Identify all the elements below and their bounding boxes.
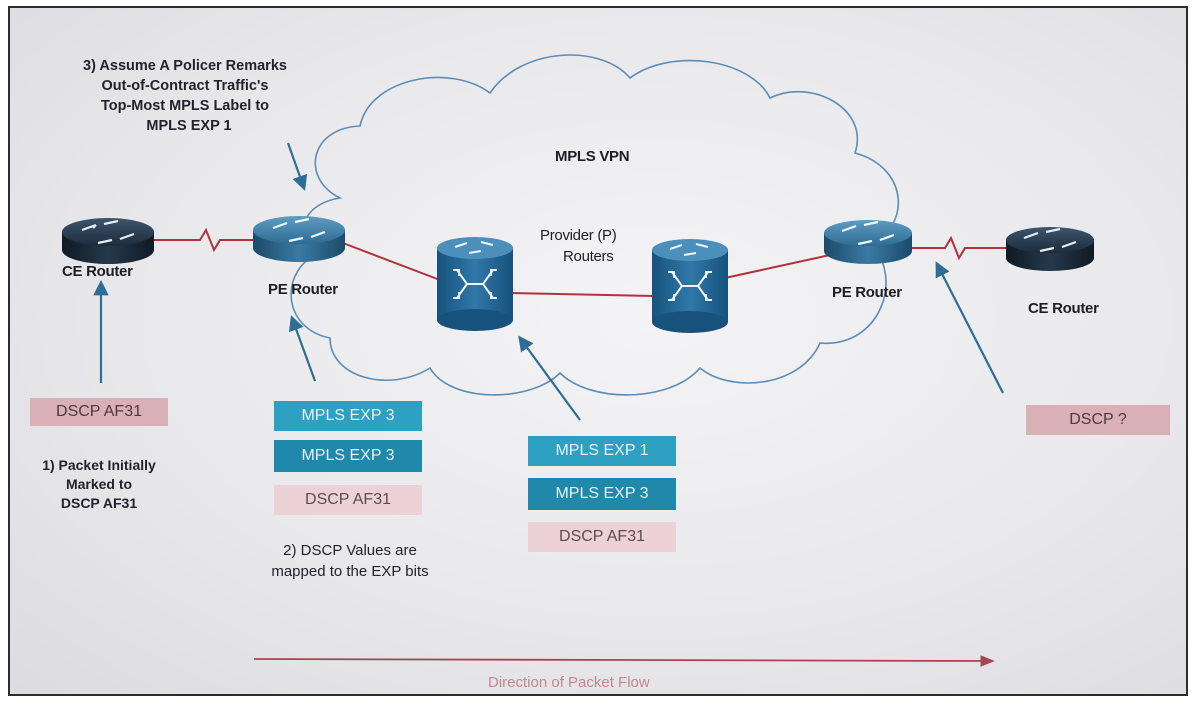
network-diagram (62, 54, 1094, 667)
pe-mpls-exp-box-1: MPLS EXP 3 (274, 401, 422, 431)
step3-note: 3) Assume A Policer Remarks Out-of-Contr… (50, 56, 320, 136)
step1-line-3: DSCP AF31 (60, 495, 138, 511)
p-router-1-icon (437, 237, 513, 331)
provider-label-2: Routers (563, 248, 614, 265)
arrow-step3-to-pe (286, 142, 308, 191)
step3-line-3: Top-Most MPLS Label to (100, 98, 270, 114)
arrow-dscp-q-to-pe (935, 261, 1004, 394)
ce-left-label: CE Router (62, 263, 133, 280)
step2-line-1: 2) DSCP Values are (283, 542, 417, 559)
p-mpls-exp-box-2: MPLS EXP 3 (528, 478, 676, 510)
link-p1-p2 (509, 292, 656, 297)
p-router-2-icon (652, 239, 728, 333)
flow-direction-arrow (253, 655, 995, 667)
p-dscp-box: DSCP AF31 (528, 522, 676, 552)
cloud-label: MPLS VPN (555, 148, 630, 165)
link-ce-pe-left (150, 227, 260, 253)
ce-dscp-box: DSCP AF31 (30, 398, 168, 426)
step2-line-2: mapped to the EXP bits (271, 563, 429, 580)
arrow-exp1-to-p (518, 335, 581, 421)
pe-router-left-icon (253, 216, 345, 262)
step1-line-1: 1) Packet Initially (42, 457, 156, 473)
link-pe-ce-right (905, 235, 1008, 261)
mpls-vpn-cloud (290, 54, 900, 396)
pe-left-label: PE Router (268, 281, 338, 298)
arrow-exp-to-pe (288, 315, 317, 382)
egress-dscp-box: DSCP ? (1026, 405, 1170, 435)
diagram-frame: 3) Assume A Policer Remarks Out-of-Contr… (8, 6, 1188, 696)
ce-router-left-icon (62, 218, 154, 264)
pe-dscp-box: DSCP AF31 (274, 485, 422, 515)
ce-right-label: CE Router (1028, 300, 1099, 317)
step1-note: 1) Packet Initially Marked to DSCP AF31 (24, 456, 174, 513)
pe-router-right-icon (824, 220, 912, 264)
p-mpls-exp-box-1: MPLS EXP 1 (528, 436, 676, 466)
step3-line-1: 3) Assume A Policer Remarks (83, 58, 287, 74)
link-p2-pe-right (724, 254, 831, 279)
step3-line-2: Out-of-Contract Traffic's (101, 78, 269, 94)
provider-label-1: Provider (P) (540, 227, 617, 244)
link-pe-p1 (334, 239, 441, 281)
ce-router-right-icon (1006, 227, 1094, 271)
pe-mpls-exp-box-2: MPLS EXP 3 (274, 440, 422, 472)
pe-right-label: PE Router (832, 284, 902, 301)
step1-line-2: Marked to (65, 476, 133, 492)
step2-note: 2) DSCP Values are mapped to the EXP bit… (250, 540, 450, 582)
flow-direction-label: Direction of Packet Flow (488, 674, 650, 691)
step3-line-4: MPLS EXP 1 (146, 118, 232, 134)
